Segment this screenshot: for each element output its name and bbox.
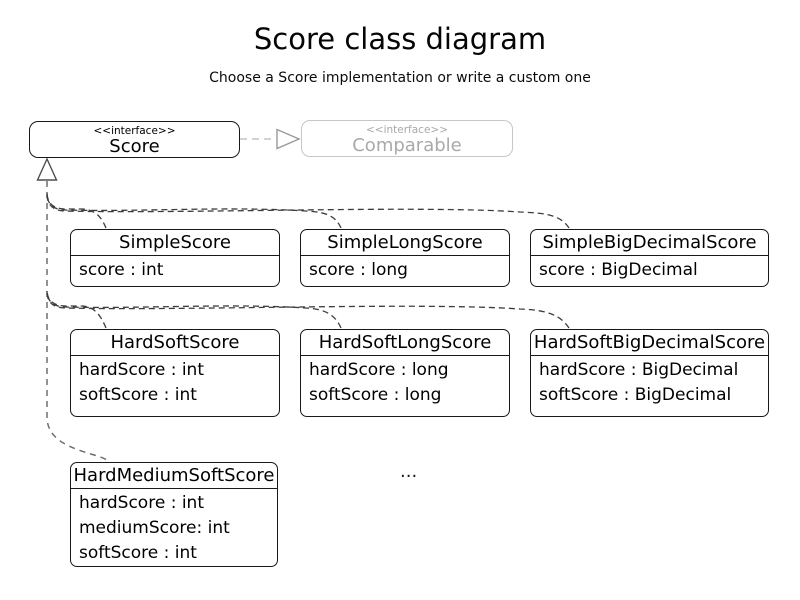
ellipsis-more-implementations: ... bbox=[400, 461, 418, 482]
class-attributes: score : long bbox=[301, 256, 509, 283]
attribute: hardScore : int bbox=[79, 360, 204, 380]
class-attributes: hardScore : int mediumScore: int softSco… bbox=[71, 489, 277, 566]
attribute: hardScore : BigDecimal bbox=[539, 360, 739, 380]
class-hardmediumsoftscore: HardMediumSoftScore hardScore : int medi… bbox=[70, 462, 278, 567]
realization-edge-simplescore bbox=[46, 191, 107, 229]
page-title: Score class diagram bbox=[253, 22, 547, 56]
class-name: HardSoftLongScore bbox=[301, 330, 509, 356]
realization-edge-hardsoftscore bbox=[46, 289, 107, 329]
class-simplescore: SimpleScore score : int bbox=[70, 229, 280, 287]
class-name: SimpleScore bbox=[71, 230, 279, 256]
stereotype-label: <<interface>> bbox=[93, 125, 176, 137]
attribute: hardScore : int bbox=[79, 493, 204, 513]
class-attributes: hardScore : int softScore : int bbox=[71, 356, 279, 408]
class-name: SimpleLongScore bbox=[301, 230, 509, 256]
class-hardsoftbigdecimalscore: HardSoftBigDecimalScore hardScore : BigD… bbox=[530, 329, 769, 417]
attribute: mediumScore: int bbox=[79, 518, 230, 538]
attribute: softScore : BigDecimal bbox=[539, 385, 732, 405]
class-attributes: score : int bbox=[71, 256, 279, 283]
attribute: score : int bbox=[79, 260, 164, 280]
stereotype-label: <<interface>> bbox=[365, 124, 449, 136]
interface-name: Score bbox=[109, 136, 160, 157]
interface-score: <<interface>> Score bbox=[29, 121, 240, 158]
attribute: softScore : int bbox=[79, 385, 197, 405]
realization-edge-hardsoftlongscore bbox=[46, 290, 342, 329]
class-hardsoftlongscore: HardSoftLongScore hardScore : long softS… bbox=[300, 329, 510, 417]
class-name: HardSoftScore bbox=[71, 330, 279, 356]
page-subtitle: Choose a Score implementation or write a… bbox=[209, 70, 591, 86]
interface-comparable: <<interface>> Comparable bbox=[301, 120, 513, 157]
class-attributes: score : BigDecimal bbox=[531, 256, 768, 283]
realization-edge-simplelongscore bbox=[46, 192, 342, 229]
attribute: score : long bbox=[309, 260, 408, 280]
class-name: HardSoftBigDecimalScore bbox=[531, 330, 768, 356]
realization-edge-hardsoftbigdecimalscore bbox=[46, 291, 570, 329]
realization-arrowhead-icon bbox=[36, 157, 58, 181]
class-attributes: hardScore : long softScore : long bbox=[301, 356, 509, 408]
class-hardsoftscore: HardSoftScore hardScore : int softScore … bbox=[70, 329, 280, 417]
interface-name: Comparable bbox=[352, 135, 462, 156]
class-name: SimpleBigDecimalScore bbox=[531, 230, 768, 256]
attribute: hardScore : long bbox=[309, 360, 449, 380]
attribute: score : BigDecimal bbox=[539, 260, 698, 280]
attribute: softScore : long bbox=[309, 385, 442, 405]
class-simplebigdecimalscore: SimpleBigDecimalScore score : BigDecimal bbox=[530, 229, 769, 287]
dependency-arrowhead-icon bbox=[276, 128, 301, 150]
realization-edge-simplebigdecimalscore bbox=[46, 193, 570, 229]
class-attributes: hardScore : BigDecimal softScore : BigDe… bbox=[531, 356, 768, 408]
class-name: HardMediumSoftScore bbox=[71, 463, 277, 489]
class-simplelongscore: SimpleLongScore score : long bbox=[300, 229, 510, 287]
realization-edge-hardmediumsoftscore bbox=[46, 181, 110, 462]
attribute: softScore : int bbox=[79, 543, 197, 563]
